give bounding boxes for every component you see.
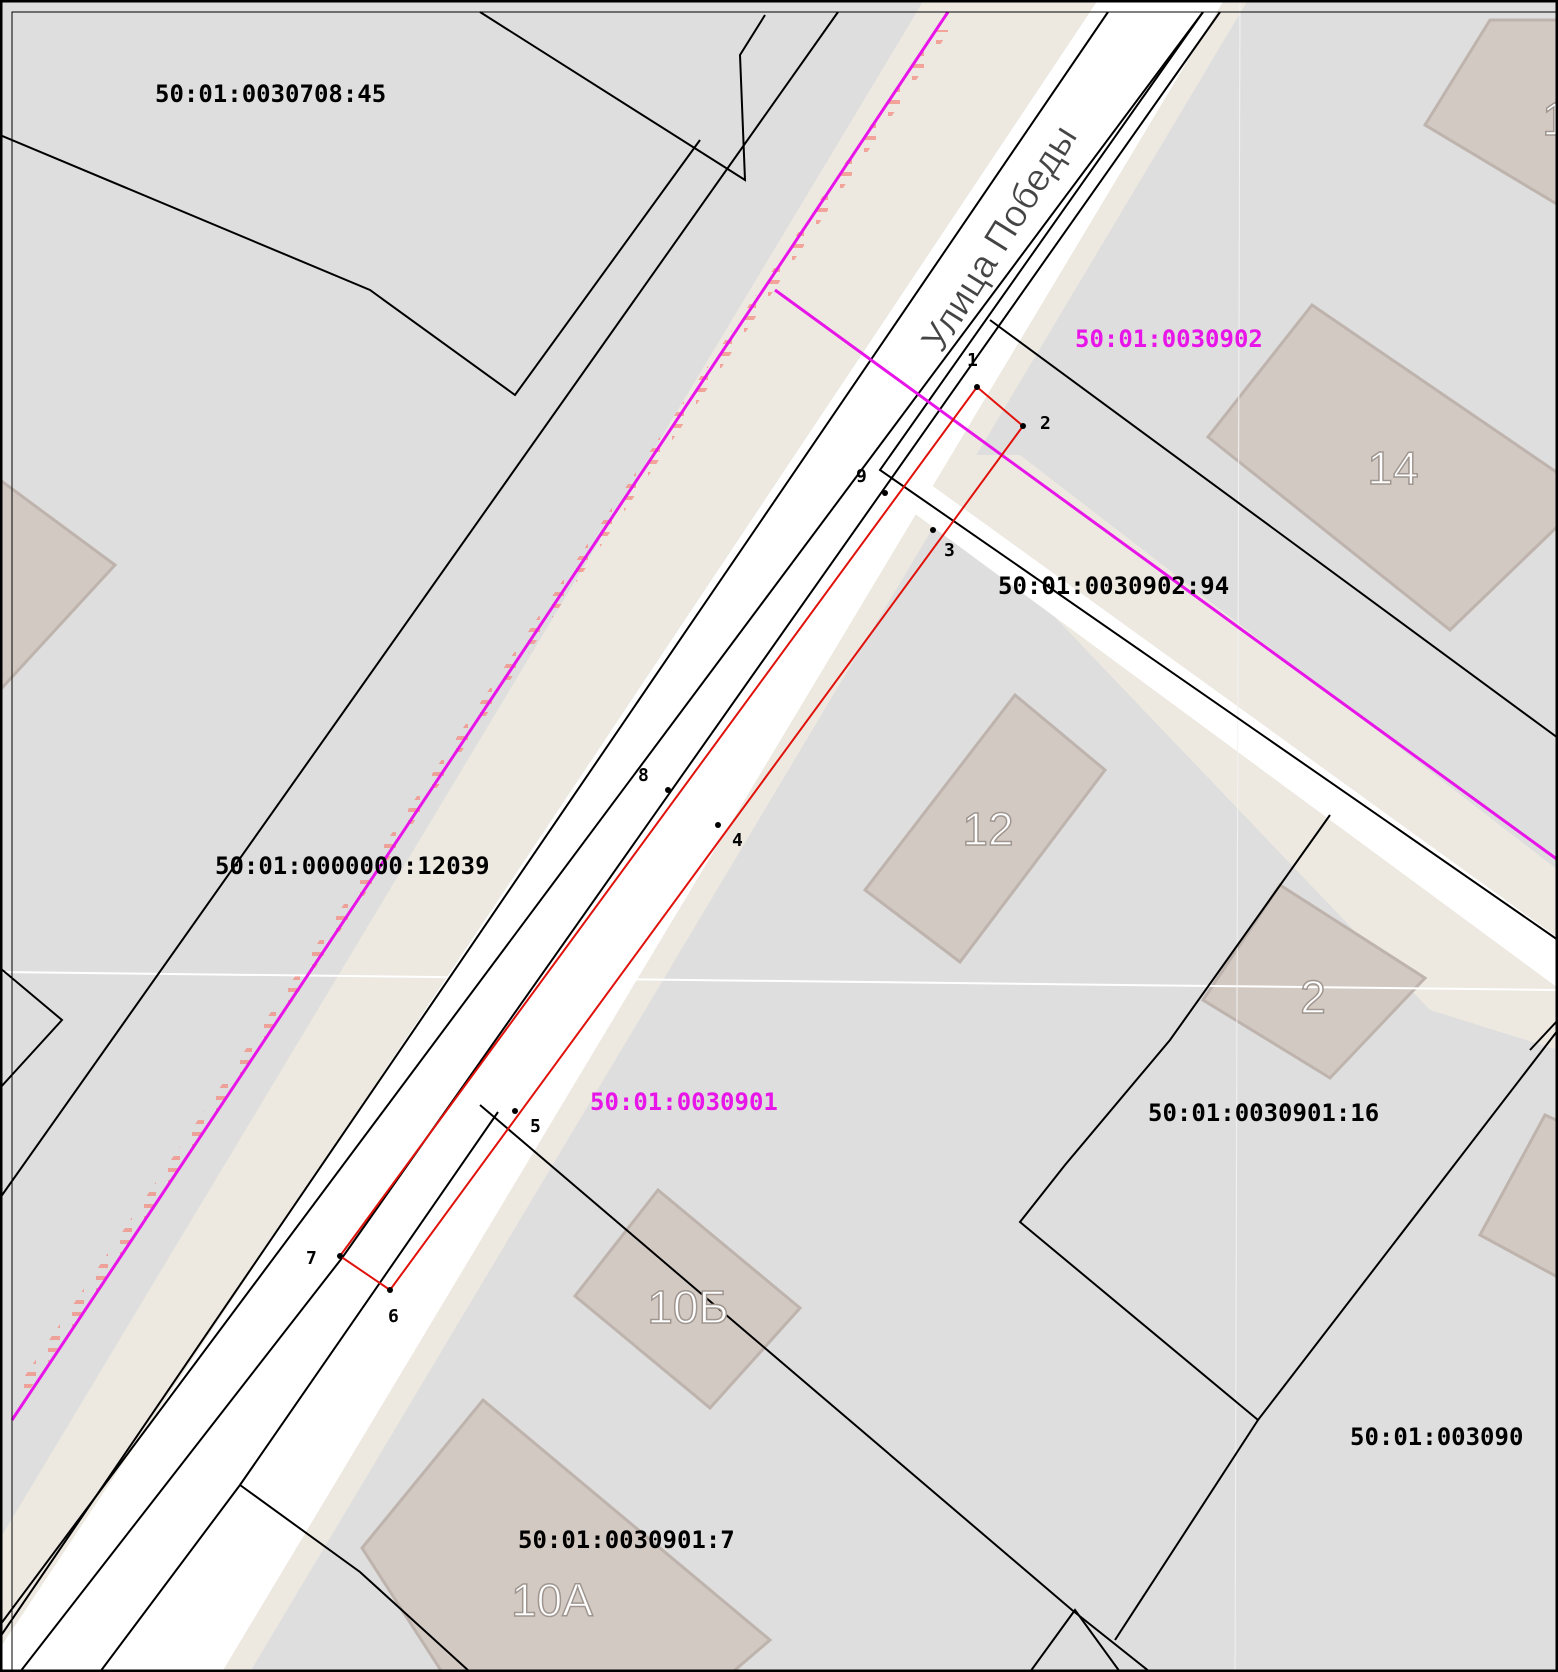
vertex-7 bbox=[337, 1253, 343, 1259]
building-right bbox=[1477, 1113, 1558, 1279]
quarter-labels: 50:01:0030902 50:01:0030901 bbox=[590, 325, 1263, 1116]
building-number-10b: 10Б bbox=[647, 1281, 728, 1333]
building-number-10a: 10А bbox=[511, 1574, 593, 1626]
building-2 bbox=[1200, 882, 1428, 1080]
building-1 bbox=[1422, 18, 1558, 207]
parcel-label[interactable]: 50:01:0000000:12039 bbox=[215, 852, 490, 880]
quarter-label[interactable]: 50:01:0030901 bbox=[590, 1088, 778, 1116]
grid-line bbox=[0, 971, 1558, 991]
road-side bbox=[880, 466, 1558, 988]
vertex-1 bbox=[974, 384, 980, 390]
road-main bbox=[0, 0, 1224, 1672]
parcel-label[interactable]: 50:01:003090 bbox=[1350, 1423, 1523, 1451]
vertex-label-7: 7 bbox=[306, 1248, 317, 1269]
vertex-8 bbox=[665, 787, 671, 793]
quarter-label[interactable]: 50:01:0030902 bbox=[1075, 325, 1263, 353]
quarter-boundaries bbox=[10, 11, 1558, 1421]
vertex-2 bbox=[1020, 423, 1026, 429]
building-number-2: 2 bbox=[1300, 971, 1326, 1023]
building-12 bbox=[862, 692, 1108, 965]
building-number-1: 1 bbox=[1542, 93, 1558, 145]
parcel-label[interactable]: 50:01:0030708:45 bbox=[155, 80, 386, 108]
vertex-label-5: 5 bbox=[530, 1116, 541, 1137]
vertex-label-2: 2 bbox=[1040, 413, 1051, 434]
building-10a bbox=[360, 1397, 773, 1672]
parcel-label[interactable]: 50:01:0030902:94 bbox=[998, 572, 1229, 600]
vertex-6 bbox=[387, 1287, 393, 1293]
plot-vertices bbox=[337, 384, 1026, 1293]
buildings bbox=[0, 18, 1558, 1672]
vertex-label-6: 6 bbox=[388, 1306, 399, 1327]
building-10b bbox=[572, 1187, 803, 1411]
parcel-label[interactable]: 50:01:0030901:7 bbox=[518, 1526, 735, 1554]
map-inner-border bbox=[11, 11, 1558, 1672]
building-number-14: 14 bbox=[1367, 442, 1418, 494]
vertex-label-1: 1 bbox=[967, 350, 978, 371]
parcel-labels: 50:01:0030708:45 50:01:0000000:12039 50:… bbox=[155, 80, 1523, 1554]
vertex-5 bbox=[512, 1108, 518, 1114]
vertex-labels: 1 2 3 4 5 6 7 8 9 bbox=[306, 350, 1051, 1327]
building-left bbox=[0, 478, 118, 693]
parcel-label[interactable]: 50:01:0030901:16 bbox=[1148, 1099, 1379, 1127]
building-14 bbox=[1205, 302, 1558, 632]
vertex-9 bbox=[882, 490, 888, 496]
grid-line bbox=[1234, 0, 1241, 1672]
vertex-label-8: 8 bbox=[638, 765, 649, 786]
vertex-label-4: 4 bbox=[732, 830, 743, 851]
vertex-3 bbox=[930, 527, 936, 533]
vertex-4 bbox=[715, 822, 721, 828]
building-numbers: 14 12 2 10Б 10А 1 bbox=[510, 92, 1558, 1627]
vertex-label-3: 3 bbox=[944, 540, 955, 561]
building-number-12: 12 bbox=[962, 803, 1013, 855]
vertex-label-9: 9 bbox=[856, 466, 867, 487]
